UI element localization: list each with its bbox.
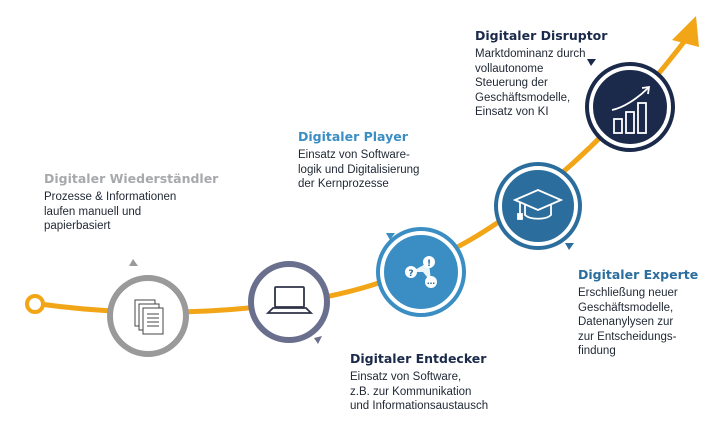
- stage-1-text: Digitaler Wiederständler Prozesse & Info…: [44, 171, 218, 234]
- stage-4-line-3: Datenanylysen zur: [578, 316, 674, 329]
- stage-4-circle: [494, 162, 582, 250]
- stage-3-title: Digitaler Entdecker: [350, 351, 487, 366]
- stage-5-line-1: Marktdominanz durch: [475, 48, 586, 60]
- stage-3-text: Digitaler Entdecker Einsatz von Software…: [350, 351, 488, 414]
- stage-4-line-1: Erschließung neuer: [578, 287, 678, 299]
- stage-1-line-1: Prozesse & Informationen: [44, 191, 177, 203]
- stage-2-line-3: der Kernprozesse: [298, 178, 389, 191]
- curve-start-marker: [25, 294, 45, 314]
- stage-4-text: Digitaler Experte Erschließung neuer Ges…: [578, 267, 698, 359]
- stage-3-line-2: z.B. zur Kommunikation: [350, 385, 472, 398]
- stage-3-circle: ? ! …: [376, 227, 466, 317]
- stage-2-line-2: logik und Digitalisierung: [298, 163, 420, 176]
- stage-2-title: Digitaler Player: [298, 129, 408, 144]
- stage-3-line-3: und Informationsaustausch: [350, 400, 489, 413]
- stage-4-line-5: findung: [578, 345, 616, 358]
- documents-icon: [134, 299, 164, 335]
- svg-text:?: ?: [408, 269, 413, 279]
- curve-arrowhead: [672, 16, 699, 47]
- stage-5-circle: [585, 59, 675, 152]
- stage-4-line-4: zur Entscheidungs-: [578, 330, 677, 343]
- stage-2-line-1: Einsatz von Software-: [298, 149, 410, 161]
- svg-text:!: !: [427, 259, 431, 269]
- growth-chart-icon: [611, 85, 651, 134]
- stage-1-circle: [107, 259, 189, 357]
- stage-5-line-2: vollautonome: [475, 62, 544, 75]
- communication-icon: ? ! …: [405, 256, 437, 288]
- graduation-cap-icon: [512, 189, 564, 220]
- svg-text:…: …: [427, 277, 435, 286]
- stage-4-line-2: Geschäftsmodelle,: [578, 301, 674, 314]
- stage-1-title: Digitaler Wiederständler: [44, 171, 219, 186]
- stage-2-text: Digitaler Player Einsatz von Software- l…: [298, 129, 419, 192]
- stage-2-circle: [248, 261, 330, 344]
- stage-5-line-4: Geschäftsmodelle,: [475, 91, 571, 104]
- stage-4-title: Digitaler Experte: [578, 267, 699, 282]
- stage-5-title: Digitaler Disruptor: [475, 28, 608, 43]
- stage-1-line-2: laufen manuell und: [44, 205, 142, 218]
- stage-5-line-3: Steuerung der: [475, 77, 548, 90]
- stage-1-line-3: papierbasiert: [44, 220, 111, 233]
- stage-5-line-5: Einsatz von KI: [475, 106, 549, 119]
- stage-5-text: Digitaler Disruptor Marktdominanz durch …: [475, 28, 607, 120]
- stage-3-line-1: Einsatz von Software,: [350, 371, 462, 383]
- laptop-icon: [265, 286, 314, 314]
